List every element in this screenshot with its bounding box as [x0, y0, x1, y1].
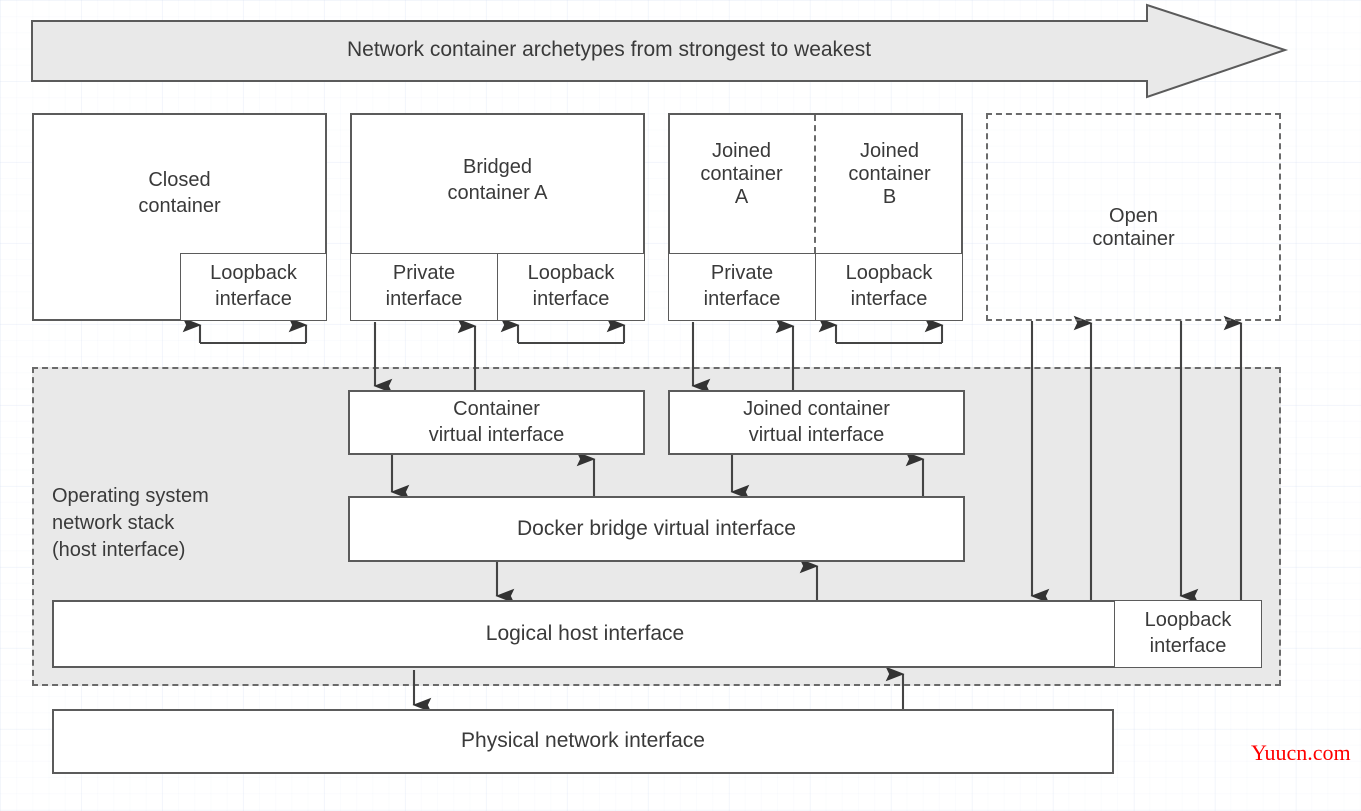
joined-containers-divider: [814, 115, 816, 253]
docker-bridge-virtual-interface-box[interactable]: Docker bridge virtual interface: [348, 496, 965, 562]
host-loopback-interface-label: Loopback interface: [1144, 609, 1232, 657]
logical-host-interface-box[interactable]: Logical host interface: [52, 600, 1262, 668]
docker-bridge-virtual-interface-label: Docker bridge virtual interface: [517, 516, 796, 540]
logical-host-interface-label: Logical host interface: [485, 621, 685, 645]
joined-private-interface-box[interactable]: Private interface: [668, 253, 816, 321]
joined-container-a-label: Joined container A: [700, 140, 783, 208]
container-virtual-interface-label: Container virtual interface: [428, 397, 565, 446]
bridged-private-interface-label: Private interface: [385, 262, 463, 310]
closed-loopback-interface-label: Loopback interface: [210, 262, 297, 310]
host-loopback-interface-box[interactable]: Loopback interface: [1114, 600, 1262, 668]
bridged-loopback-interface-box[interactable]: Loopback interface: [497, 253, 645, 321]
joined-loopback-interface-box[interactable]: Loopback interface: [815, 253, 963, 321]
joined-container-virtual-interface-box[interactable]: Joined container virtual interface: [668, 390, 965, 455]
joined-loopback-interface-label: Loopback interface: [845, 262, 933, 310]
closed-loopback-interface-box[interactable]: Loopback interface: [180, 253, 327, 321]
joined-container-b-label: Joined container B: [848, 140, 931, 208]
physical-network-interface-label: Physical network interface: [461, 729, 705, 753]
bridged-loopback-interface-label: Loopback interface: [527, 262, 615, 310]
open-container-label: Open container: [1092, 205, 1175, 250]
bridged-private-interface-box[interactable]: Private interface: [350, 253, 498, 321]
banner-label: Network container archetypes from strong…: [347, 38, 872, 61]
joined-container-virtual-interface-label: Joined container virtual interface: [743, 397, 890, 446]
banner-arrow-polygon: [31, 3, 1289, 99]
watermark-label: Yuucn.com: [1251, 740, 1351, 765]
open-container-box[interactable]: [986, 113, 1281, 321]
bridged-container-a-label: Bridged container A: [447, 156, 548, 204]
physical-network-interface-box[interactable]: Physical network interface: [52, 709, 1114, 774]
container-virtual-interface-box[interactable]: Container virtual interface: [348, 390, 645, 455]
joined-private-interface-label: Private interface: [703, 262, 781, 310]
closed-container-label: Closed container: [138, 169, 221, 217]
os-network-stack-label: Operating system network stack (host int…: [52, 485, 209, 561]
